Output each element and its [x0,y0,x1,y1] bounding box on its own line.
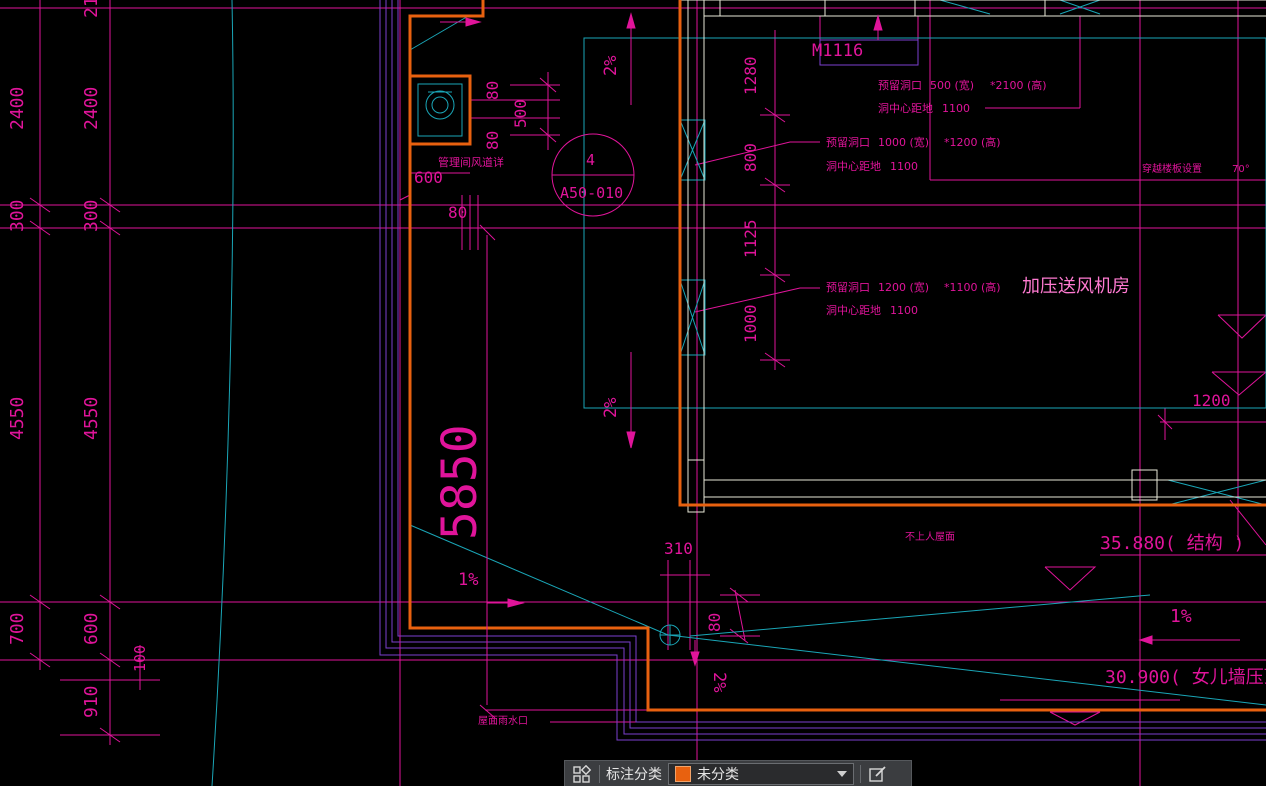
dim-910: 910 [81,685,102,718]
toolbar-label: 标注分类 [606,766,662,783]
dim-2400-b: 2400 [81,87,102,130]
dim-1000: 1000 [741,304,760,343]
opening-a-label: 预留洞口 [878,79,922,92]
opening-a-center-label: 洞中心距地 [878,102,933,115]
exterior-walls [408,0,1266,712]
right-note-angle: 70° [1232,164,1250,175]
category-select-value: 未分类 [697,766,739,783]
opening-b-height: *1200 (高) [944,135,1001,149]
drain-symbol [659,624,681,646]
layers-icon[interactable] [571,763,593,785]
shaft-dim-80-b: 80 [483,131,502,150]
category-select[interactable]: 未分类 [668,762,854,785]
door-swing [819,39,919,66]
dim-600: 600 [81,612,102,645]
opening-c-height: *1100 (高) [944,280,1001,294]
dim-700: 700 [7,612,28,645]
slope-2pct-mid: 2% [601,398,621,418]
slope-1pct-right: 1% [1170,606,1192,627]
dim-4550-a: 4550 [7,397,28,440]
elevation-parapet: 30.900( 女儿墙压顶 [1105,667,1266,688]
big-dim-5850: 5850 [432,424,488,540]
slope-1pct-left: 1% [458,570,478,590]
door-tag: M1116 [812,41,863,61]
chevron-down-icon [837,770,847,777]
detail-circle [479,133,635,719]
room-label: 加压送风机房 [1022,276,1130,297]
dim-4550-b: 4550 [81,397,102,440]
edit-icon[interactable] [867,763,889,785]
drain-label: 屋面雨水口 [478,715,528,727]
cyan-lines [211,0,1266,786]
shaft-dim-600: 600 [414,168,443,187]
opening-b-center-label: 洞中心距地 [826,160,881,173]
dim-2400-a: 2400 [7,87,28,130]
shaft-dim-500: 500 [511,99,530,128]
shaft-dim-80-a: 80 [483,81,502,100]
dim-300-a: 300 [7,199,28,232]
dim-1280: 1280 [741,56,760,95]
detail-circle-bottom: A50-010 [560,184,623,202]
dim-1200: 1200 [1192,391,1231,410]
category-color-swatch [675,765,691,782]
slope-arrows [440,12,1166,667]
parapet-lines [379,0,1266,741]
dim-210: 210 [81,0,102,18]
dim-80: 80 [705,613,724,632]
slope-2pct-top: 2% [601,56,621,76]
slope-2pct-bottom: 2% [709,672,729,692]
opening-a-center: 1100 [942,102,970,115]
elevation-structure: 35.880( 结构 ) [1100,533,1244,554]
toolbar-divider [599,764,600,783]
toolbar-divider [860,764,861,783]
dim-800: 800 [741,143,760,172]
opening-c-center-label: 洞中心距地 [826,304,881,317]
opening-c-label: 预留洞口 [826,281,870,294]
opening-c-center: 1100 [890,304,918,317]
annotation-toolbar: 标注分类 未分类 [564,760,912,786]
opening-b-width: 1000 (宽) [878,135,929,149]
dim-1125: 1125 [741,219,760,258]
opening-b-label: 预留洞口 [826,136,870,149]
dim-100: 100 [131,645,149,672]
opening-c-width: 1200 (宽) [878,280,929,294]
dim-300-b: 300 [81,199,102,232]
shaft-note: 管理间风道详 [438,155,504,169]
right-note: 穿越楼板设置 [1142,162,1202,175]
opening-b-center: 1100 [890,160,918,173]
shaft-dim-80-c: 80 [448,203,467,222]
opening-a-width: 500 (宽) [930,78,974,92]
shaft-symbol [417,83,463,137]
roof-note: 不上人屋面 [905,531,955,543]
detail-circle-top: 4 [586,151,595,169]
opening-a-height: *2100 (高) [990,78,1047,92]
inner-walls [680,0,1266,513]
dim-310: 310 [664,539,693,558]
